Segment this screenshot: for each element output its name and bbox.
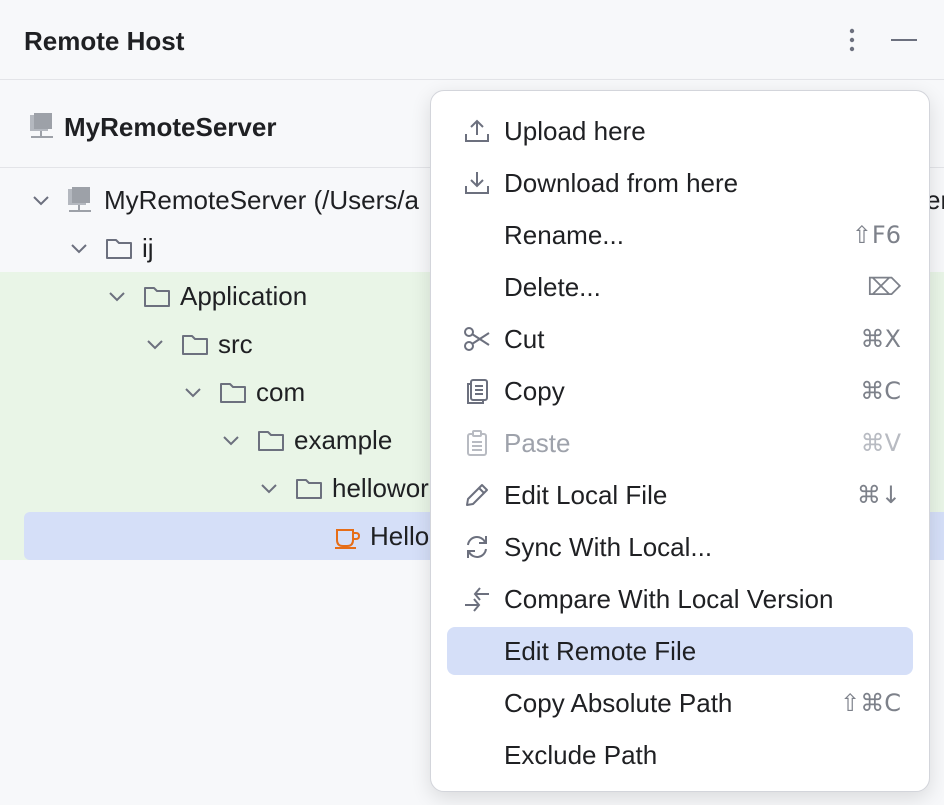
menu-item-compare-with-local[interactable]: Compare With Local Version	[447, 575, 913, 623]
menu-item-label: Delete...	[504, 272, 601, 303]
tree-node-label: hellowor	[332, 473, 429, 504]
chevron-down-icon[interactable]	[220, 429, 242, 451]
chevron-down-icon[interactable]	[68, 237, 90, 259]
tree-node-label: ij	[142, 233, 154, 264]
menu-item-shortcut: ⌦	[867, 273, 901, 301]
chevron-down-icon[interactable]	[182, 381, 204, 403]
menu-item-shortcut: ⌘V	[861, 429, 901, 457]
java-file-icon	[334, 522, 362, 550]
menu-item-label: Rename...	[504, 220, 624, 251]
pencil-icon	[463, 481, 491, 509]
tree-node-label: src	[218, 329, 253, 360]
sync-icon	[463, 533, 491, 561]
folder-icon	[105, 234, 133, 262]
chevron-down-icon[interactable]	[30, 189, 52, 211]
upload-icon	[463, 117, 491, 145]
folder-icon	[219, 378, 247, 406]
folder-icon	[181, 330, 209, 358]
menu-item-label: Sync With Local...	[504, 532, 712, 563]
context-menu: Upload here Download from here Rename...…	[430, 90, 930, 792]
menu-item-sync-with-local[interactable]: Sync With Local...	[447, 523, 913, 571]
more-options-icon[interactable]	[838, 24, 866, 56]
menu-item-cut[interactable]: Cut ⌘X	[447, 315, 913, 363]
tree-node-label: example	[294, 425, 392, 456]
menu-item-shortcut: ⌘↓	[857, 481, 901, 509]
scissors-icon	[463, 325, 491, 353]
menu-item-shortcut: ⌘X	[861, 325, 901, 353]
menu-item-label: Download from here	[504, 168, 738, 199]
tree-node-label: MyRemoteServer (/Users/a	[104, 185, 419, 216]
menu-item-copy[interactable]: Copy ⌘C	[447, 367, 913, 415]
menu-item-copy-absolute-path[interactable]: Copy Absolute Path ⇧⌘C	[447, 679, 913, 727]
tree-node-label: com	[256, 377, 305, 408]
folder-icon	[257, 426, 285, 454]
menu-item-shortcut: ⇧F6	[852, 221, 901, 249]
server-icon	[28, 112, 56, 145]
menu-item-label: Edit Remote File	[504, 636, 696, 667]
download-icon	[463, 169, 491, 197]
tool-window-title: Remote Host	[24, 26, 184, 57]
menu-item-rename[interactable]: Rename... ⇧F6	[447, 211, 913, 259]
menu-item-label: Copy	[504, 376, 565, 407]
compare-icon	[463, 585, 491, 613]
menu-item-label: Cut	[504, 324, 544, 355]
menu-item-upload-here[interactable]: Upload here	[447, 107, 913, 155]
menu-item-shortcut: ⌘C	[860, 377, 901, 405]
server-icon	[66, 186, 94, 214]
paste-icon	[463, 429, 491, 457]
menu-item-label: Compare With Local Version	[504, 584, 833, 615]
chevron-down-icon[interactable]	[144, 333, 166, 355]
minimize-icon[interactable]	[888, 24, 920, 56]
copy-icon	[463, 377, 491, 405]
tree-node-label: Hello	[370, 521, 429, 552]
menu-item-download-from-here[interactable]: Download from here	[447, 159, 913, 207]
menu-item-label: Edit Local File	[504, 480, 667, 511]
chevron-down-icon[interactable]	[258, 477, 280, 499]
menu-item-label: Paste	[504, 428, 571, 459]
server-name: MyRemoteServer	[64, 112, 276, 143]
menu-item-label: Copy Absolute Path	[504, 688, 732, 719]
chevron-down-icon[interactable]	[106, 285, 128, 307]
menu-item-exclude-path[interactable]: Exclude Path	[447, 731, 913, 779]
menu-item-label: Upload here	[504, 116, 646, 147]
menu-item-shortcut: ⇧⌘C	[840, 689, 901, 717]
menu-item-edit-remote-file[interactable]: Edit Remote File	[447, 627, 913, 675]
tree-node-label: Application	[180, 281, 307, 312]
menu-item-edit-local-file[interactable]: Edit Local File ⌘↓	[447, 471, 913, 519]
folder-icon	[143, 282, 171, 310]
menu-item-label: Exclude Path	[504, 740, 657, 771]
tool-window-header: Remote Host	[0, 0, 944, 80]
folder-icon	[295, 474, 323, 502]
menu-item-paste[interactable]: Paste ⌘V	[447, 419, 913, 467]
menu-item-delete[interactable]: Delete... ⌦	[447, 263, 913, 311]
